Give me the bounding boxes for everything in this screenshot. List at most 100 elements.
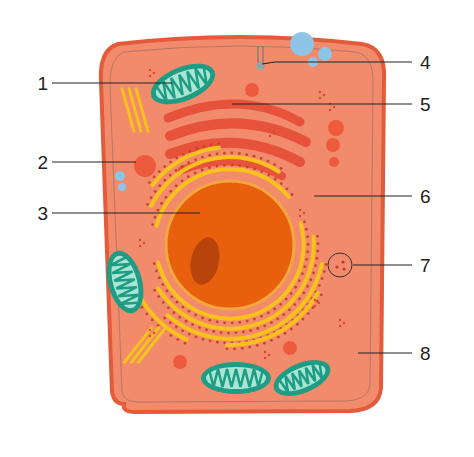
ribosome: [169, 334, 172, 337]
ribosome: [256, 344, 259, 347]
ribosome: [145, 312, 148, 315]
ribosome: [158, 277, 161, 280]
ribosome: [290, 328, 293, 331]
ribosome: [194, 314, 197, 317]
ribosome: [143, 242, 145, 244]
ribosome: [343, 322, 345, 324]
ribosome: [299, 215, 301, 217]
ribosome: [175, 169, 178, 172]
ribosome: [302, 318, 305, 321]
ribosome: [323, 94, 325, 96]
ribosome: [304, 265, 307, 268]
ribosome: [169, 190, 172, 193]
ribosome: [139, 239, 141, 241]
ribosome: [158, 184, 161, 187]
ribosome: [194, 172, 197, 175]
ribosome: [319, 97, 321, 99]
ribosome: [253, 155, 256, 158]
ribosome: [140, 306, 143, 309]
ribosome: [188, 333, 191, 336]
ribosome: [274, 178, 277, 181]
ribosome: [201, 156, 204, 159]
ribosome: [293, 303, 296, 306]
ribosome: [201, 317, 204, 320]
ribosome: [312, 271, 315, 274]
ribosome: [320, 293, 323, 296]
ribosome: [176, 338, 179, 341]
mitochondrion: [201, 362, 271, 394]
ribosome: [301, 272, 304, 275]
mitochondrion: [100, 247, 149, 318]
ribosome: [260, 157, 263, 160]
ribosome: [245, 153, 248, 156]
nucleus: [166, 181, 294, 309]
er-membrane: [138, 328, 165, 362]
vesicles: [115, 32, 332, 191]
ribosome: [198, 326, 201, 329]
mitochondria: [100, 56, 335, 404]
ribosome: [318, 302, 320, 304]
membrane-inner-line: [110, 46, 373, 402]
ribosome: [303, 212, 305, 214]
ribosome: [286, 187, 289, 190]
ribosome: [309, 278, 312, 281]
ribosome: [288, 308, 291, 311]
ribosome: [314, 264, 317, 267]
ribosome: [139, 245, 141, 247]
ribosome: [223, 321, 226, 324]
centrioles: [328, 253, 352, 277]
ribosome: [226, 348, 229, 351]
ribosome: [306, 285, 309, 288]
ribosome: [153, 289, 156, 292]
ribosome: [169, 161, 172, 164]
ribosome: [155, 270, 158, 273]
ribosome: [146, 203, 149, 206]
ribosome: [170, 295, 173, 298]
nuclear-pore: [257, 46, 265, 70]
ribosome: [267, 174, 270, 177]
ribosome: [202, 338, 205, 341]
ribosome: [316, 235, 319, 238]
ribosome: [307, 312, 310, 315]
ribosome: [217, 142, 220, 145]
ribosome: [285, 298, 288, 301]
ribosome: [317, 242, 320, 245]
callout-number: 2: [37, 153, 48, 172]
ribosome: [273, 132, 275, 134]
ribosome: [181, 180, 184, 183]
ribosome: [296, 323, 299, 326]
ribosome: [181, 165, 184, 168]
ribosome: [253, 168, 256, 171]
ribosome: [149, 69, 151, 71]
ribosome: [151, 319, 154, 322]
ribosome: [314, 305, 316, 307]
ribosome: [246, 320, 249, 323]
ribosome: [157, 295, 160, 298]
ribosome: [161, 283, 164, 286]
ribosome: [260, 170, 263, 173]
er-membrane: [131, 328, 158, 362]
ribosome: [319, 91, 321, 93]
ribosome: [249, 329, 252, 332]
ribosome: [208, 154, 211, 157]
ribosome: [220, 331, 223, 334]
cell-membrane: [101, 37, 384, 412]
ribosome: [294, 286, 297, 289]
ribosome: [279, 303, 282, 306]
ribosome: [316, 250, 319, 253]
ribosome: [188, 310, 191, 313]
ribosome: [185, 320, 188, 323]
ribosome: [231, 152, 234, 155]
ribosome: [256, 327, 259, 330]
ribosome: [191, 323, 194, 326]
ribosome: [178, 316, 181, 319]
ribosome: [318, 284, 321, 287]
ribosome: [189, 150, 192, 153]
ribosome: [195, 336, 198, 339]
ribosome: [157, 209, 160, 212]
ribosome: [231, 322, 234, 325]
ribosome: [305, 228, 308, 231]
callout-number: 3: [37, 204, 48, 223]
ribosome: [187, 175, 190, 178]
